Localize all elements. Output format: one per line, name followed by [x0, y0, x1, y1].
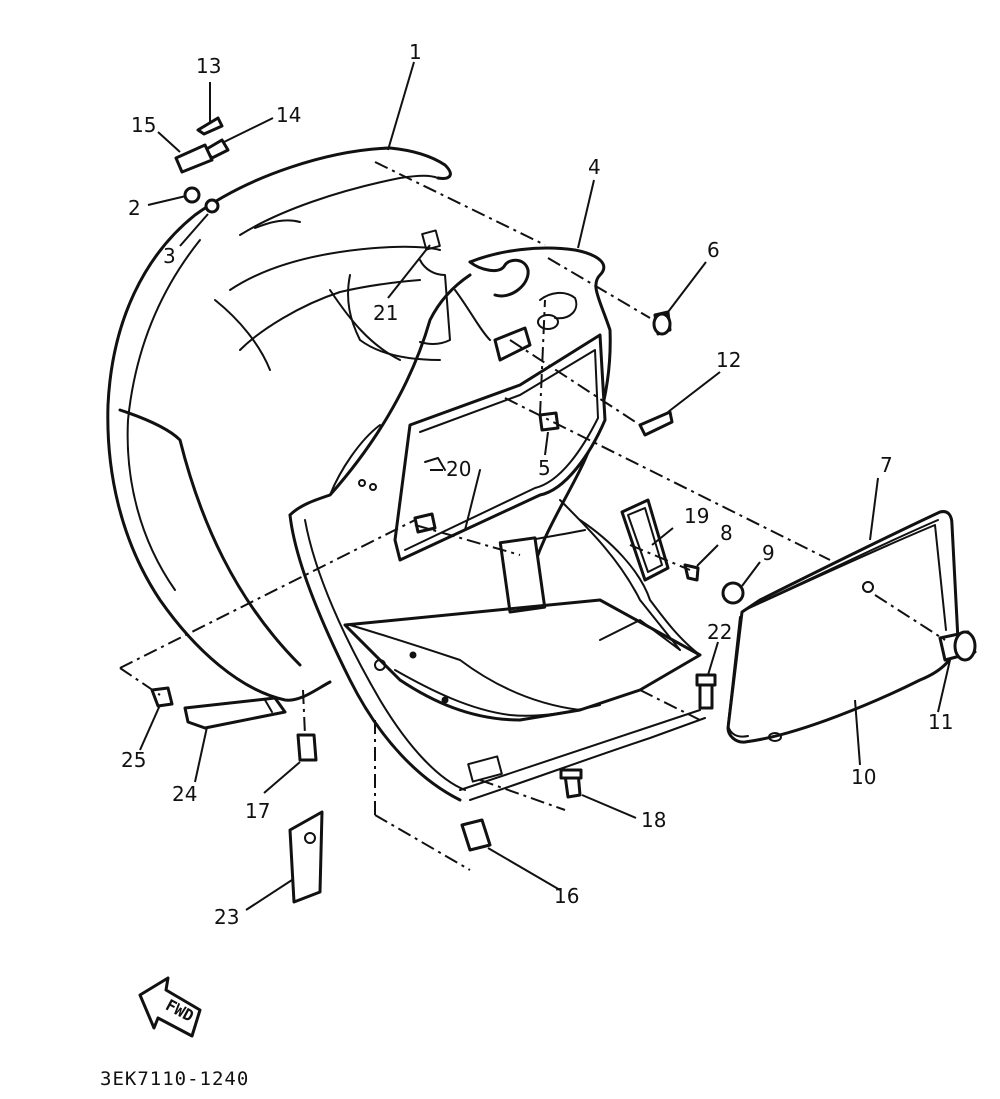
leader-lines	[139, 61, 951, 911]
callout-10: 10	[851, 765, 877, 789]
callout-24: 24	[172, 782, 198, 806]
callout-6: 6	[707, 238, 720, 262]
diagram-code: 3EK7110-1240	[100, 1068, 250, 1090]
callout-7: 7	[880, 453, 893, 477]
callout-14: 14	[276, 103, 302, 127]
callout-1: 1	[409, 40, 422, 64]
callout-20: 20	[446, 457, 472, 481]
callout-5: 5	[538, 456, 551, 480]
forward-arrow-icon: FWD	[138, 976, 202, 1038]
leg-shield-panel	[106, 146, 452, 702]
callout-16: 16	[554, 884, 580, 908]
callout-22: 22	[707, 620, 733, 644]
callout-4: 4	[588, 155, 601, 179]
callout-12: 12	[716, 348, 742, 372]
callout-25: 25	[121, 748, 147, 772]
callout-21: 21	[373, 301, 399, 325]
callout-13: 13	[196, 54, 222, 78]
callout-3: 3	[163, 244, 176, 268]
right-cover-panel	[726, 510, 960, 744]
callout-9: 9	[762, 541, 775, 565]
small-parts	[150, 116, 977, 904]
callout-11: 11	[928, 710, 954, 734]
callout-19: 19	[684, 504, 710, 528]
callout-15: 15	[131, 113, 157, 137]
callout-23: 23	[214, 905, 240, 929]
callout-18: 18	[641, 808, 667, 832]
callout-17: 17	[245, 799, 271, 823]
callout-8: 8	[720, 521, 733, 545]
alignment-lines	[119, 161, 946, 871]
callout-2: 2	[128, 196, 141, 220]
